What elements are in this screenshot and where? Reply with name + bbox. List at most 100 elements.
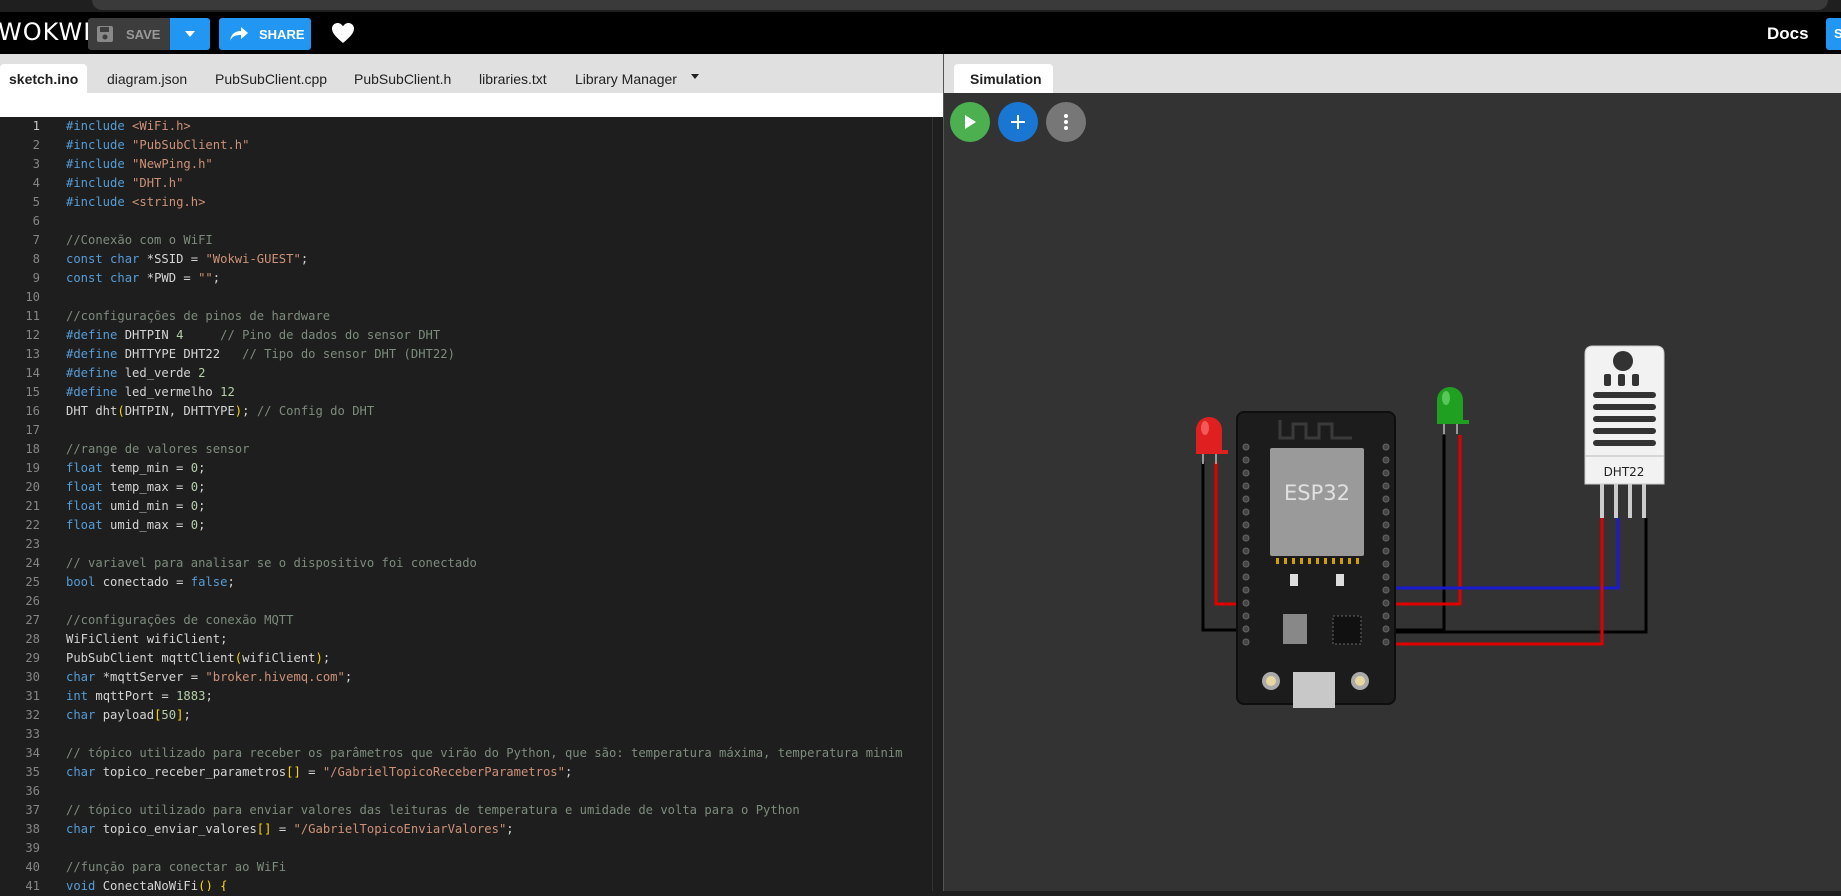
tabs-dropdown-icon[interactable] <box>691 74 699 79</box>
code-text[interactable]: //range de valores sensor <box>66 442 250 456</box>
code-line[interactable]: 39 <box>0 839 943 858</box>
address-bar[interactable] <box>92 0 1828 10</box>
code-line[interactable]: 11//configurações de pinos de hardware <box>0 307 943 326</box>
code-line[interactable]: 18//range de valores sensor <box>0 440 943 459</box>
docs-link[interactable]: Docs <box>1767 24 1809 43</box>
code-text[interactable]: #include "PubSubClient.h" <box>66 138 250 152</box>
code-text[interactable]: #define DHTPIN 4 // Pino de dados do sen… <box>66 328 441 342</box>
code-text[interactable]: #include "DHT.h" <box>66 176 184 190</box>
simulation-canvas[interactable]: ESP32 <box>944 93 1841 891</box>
code-text[interactable]: //Conexão com o WiFI <box>66 233 213 247</box>
tab-libraries-txt[interactable]: libraries.txt <box>479 71 547 87</box>
code-text[interactable]: #include <string.h> <box>66 195 206 209</box>
code-text[interactable]: #define DHTTYPE DHT22 // Tipo do sensor … <box>66 347 455 361</box>
esp32-board[interactable]: ESP32 <box>1236 411 1396 708</box>
code-editor[interactable]: 1#include <WiFi.h>2#include "PubSubClien… <box>0 117 943 891</box>
code-line[interactable]: 2#include "PubSubClient.h" <box>0 136 943 155</box>
dht22-sensor[interactable]: DHT22 <box>1584 345 1665 518</box>
code-text[interactable]: #include <WiFi.h> <box>66 119 191 133</box>
code-text[interactable]: char *mqttServer = "broker.hivemq.com"; <box>66 670 353 684</box>
code-text[interactable]: //configurações de conexão MQTT <box>66 613 294 627</box>
wokwi-logo[interactable]: WOKWI <box>0 18 92 46</box>
code-line[interactable]: 37// tópico utilizado para enviar valore… <box>0 801 943 820</box>
red-led[interactable] <box>1196 417 1228 464</box>
code-text[interactable]: float umid_max = 0; <box>66 518 206 532</box>
code-line[interactable]: 10 <box>0 288 943 307</box>
code-text[interactable]: #include "NewPing.h" <box>66 157 213 171</box>
code-text[interactable]: // tópico utilizado para receber os parâ… <box>66 746 903 760</box>
code-line[interactable]: 12#define DHTPIN 4 // Pino de dados do s… <box>0 326 943 345</box>
tab-pubsubclient-cpp[interactable]: PubSubClient.cpp <box>215 71 328 87</box>
code-text[interactable]: char payload[50]; <box>66 708 191 722</box>
start-simulation-button[interactable] <box>950 102 990 142</box>
code-text[interactable]: DHT dht(DHTPIN, DHTTYPE); // Config do D… <box>66 404 375 418</box>
code-line[interactable]: 24// variavel para analisar se o disposi… <box>0 554 943 573</box>
code-line[interactable]: 13#define DHTTYPE DHT22 // Tipo do senso… <box>0 345 943 364</box>
code-line[interactable]: 15#define led_vermelho 12 <box>0 383 943 402</box>
heart-icon[interactable] <box>331 22 355 44</box>
code-text[interactable]: WiFiClient wifiClient; <box>66 632 228 646</box>
code-text[interactable]: float temp_max = 0; <box>66 480 206 494</box>
code-line[interactable]: 27//configurações de conexão MQTT <box>0 611 943 630</box>
code-text[interactable]: bool conectado = false; <box>66 575 235 589</box>
code-line[interactable]: 23 <box>0 535 943 554</box>
code-line[interactable]: 6 <box>0 212 943 231</box>
code-line[interactable]: 36 <box>0 782 943 801</box>
code-line[interactable]: 26 <box>0 592 943 611</box>
code-text[interactable]: void ConectaNoWiFi() { <box>66 879 228 891</box>
code-text[interactable]: char topico_enviar_valores[] = "/Gabriel… <box>66 822 514 836</box>
sign-in-button[interactable]: S <box>1826 18 1841 50</box>
code-text[interactable]: //função para conectar ao WiFi <box>66 860 287 874</box>
add-part-button[interactable] <box>998 102 1038 142</box>
code-line[interactable]: 1#include <WiFi.h> <box>0 117 943 136</box>
code-text[interactable]: PubSubClient mqttClient(wifiClient); <box>66 651 331 665</box>
code-text[interactable]: const char *PWD = ""; <box>66 271 221 285</box>
code-text[interactable]: float temp_min = 0; <box>66 461 206 475</box>
code-line[interactable]: 14#define led_verde 2 <box>0 364 943 383</box>
code-line[interactable]: 17 <box>0 421 943 440</box>
code-line[interactable]: 33 <box>0 725 943 744</box>
code-text[interactable]: float umid_min = 0; <box>66 499 206 513</box>
tab-simulation[interactable]: Simulation <box>954 64 1053 93</box>
green-led[interactable] <box>1437 387 1469 434</box>
panel-divider[interactable] <box>943 54 944 891</box>
code-text[interactable]: // tópico utilizado para enviar valores … <box>66 803 800 817</box>
code-text[interactable]: int mqttPort = 1883; <box>66 689 213 703</box>
code-line[interactable]: 4#include "DHT.h" <box>0 174 943 193</box>
save-dropdown-button[interactable] <box>170 18 210 50</box>
save-button[interactable]: SAVE <box>88 18 170 50</box>
tab-diagram-json[interactable]: diagram.json <box>107 71 188 87</box>
share-button[interactable]: SHARE <box>219 18 311 50</box>
code-text[interactable]: char topico_receber_parametros[] = "/Gab… <box>66 765 573 779</box>
tab-pubsubclient-h[interactable]: PubSubClient.h <box>354 71 452 87</box>
code-text[interactable]: //configurações de pinos de hardware <box>66 309 331 323</box>
code-text[interactable]: #define led_verde 2 <box>66 366 206 380</box>
more-options-button[interactable] <box>1046 102 1086 142</box>
code-text[interactable]: // variavel para analisar se o dispositi… <box>66 556 477 570</box>
code-line[interactable]: 40//função para conectar ao WiFi <box>0 858 943 877</box>
code-text[interactable]: #define led_vermelho 12 <box>66 385 235 399</box>
code-line[interactable]: 7//Conexão com o WiFI <box>0 231 943 250</box>
code-line[interactable]: 3#include "NewPing.h" <box>0 155 943 174</box>
code-text[interactable]: const char *SSID = "Wokwi-GUEST"; <box>66 252 309 266</box>
code-line[interactable]: 34// tópico utilizado para receber os pa… <box>0 744 943 763</box>
code-line[interactable]: 5#include <string.h> <box>0 193 943 212</box>
tab-library-manager[interactable]: Library Manager <box>575 71 677 87</box>
tab-sketch-ino[interactable]: sketch.ino <box>0 64 88 93</box>
